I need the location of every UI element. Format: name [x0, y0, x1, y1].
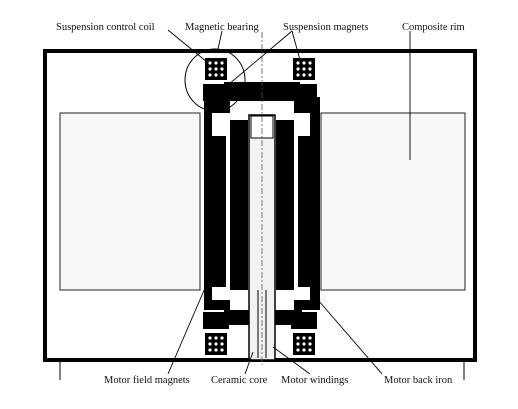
motor-field-magnet-left: [206, 136, 226, 287]
suspension-control-coil-bottom-right: [293, 333, 315, 355]
composite-rim-left: [59, 112, 201, 291]
label-magnetic-bearing: Magnetic bearing: [185, 22, 260, 33]
suspension-control-coil-top-right: [293, 58, 315, 80]
suspension-magnet-left: [203, 84, 229, 101]
leader-suspension-magnets: [221, 30, 293, 91]
suspension-control-coil-top-left: [205, 58, 227, 80]
leader-motor-windings: [272, 346, 311, 375]
suspension-control-coil-bottom-left: [205, 333, 227, 355]
magnetic-bearing-outline: [184, 48, 246, 112]
leader-suspension-magnets-2: [291, 30, 301, 61]
leader-motor-field-magnets: [167, 287, 206, 375]
label-ceramic-core: Ceramic core: [211, 375, 268, 386]
label-motor-windings: Motor windings: [281, 375, 348, 386]
label-suspension-magnets: Suspension magnets: [283, 22, 368, 33]
leader-motor-back-iron: [317, 299, 383, 375]
suspension-magnet-bottom-right: [291, 312, 317, 329]
label-motor-back-iron: Motor back iron: [384, 375, 453, 386]
label-motor-field-magnets: Motor field magnets: [104, 375, 190, 386]
rotor-body: [204, 82, 320, 325]
composite-rim-right: [320, 112, 466, 291]
motor-stator-left: [230, 120, 248, 290]
label-composite-rim: Composite rim: [402, 22, 465, 33]
leader-suspension-control-coil: [167, 29, 208, 63]
motor-stator-right: [276, 120, 294, 290]
leader-ceramic-core: [244, 351, 254, 375]
motor-field-magnet-right: [298, 136, 318, 287]
suspension-magnet-bottom-left: [203, 312, 229, 329]
suspension-magnet-right: [291, 84, 317, 101]
leader-magnetic-bearing: [217, 30, 223, 50]
label-suspension-control-coil: Suspension control coil: [56, 22, 155, 33]
